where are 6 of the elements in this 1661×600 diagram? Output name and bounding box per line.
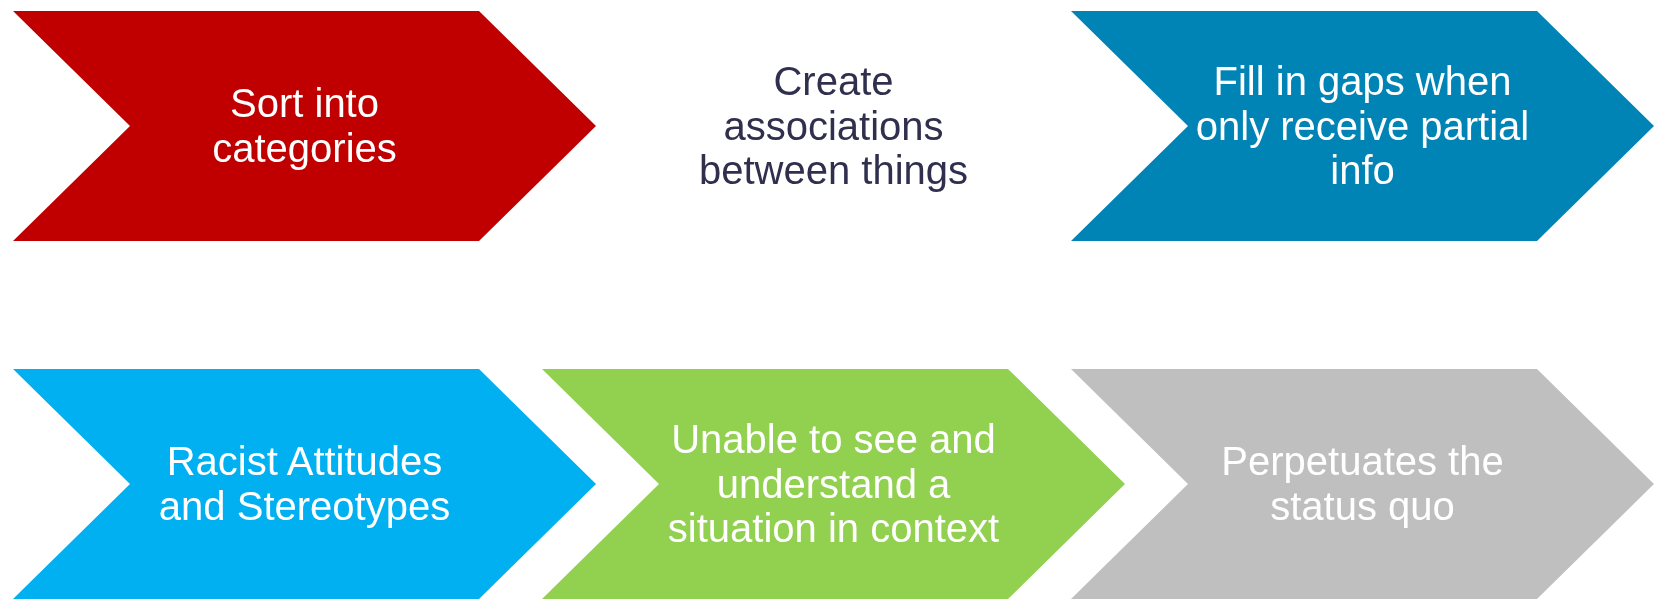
step-text: Fill in gaps when only receive partial info <box>1194 58 1531 194</box>
step-text: Racist Attitudes and Stereotypes <box>157 439 452 529</box>
step-text: Perpetuates the status quo <box>1220 439 1505 529</box>
step-text: Create associations between things <box>697 58 970 194</box>
step-text: Sort into categories <box>211 81 398 171</box>
step-text: Unable to see and understand a situation in context <box>666 416 1001 552</box>
